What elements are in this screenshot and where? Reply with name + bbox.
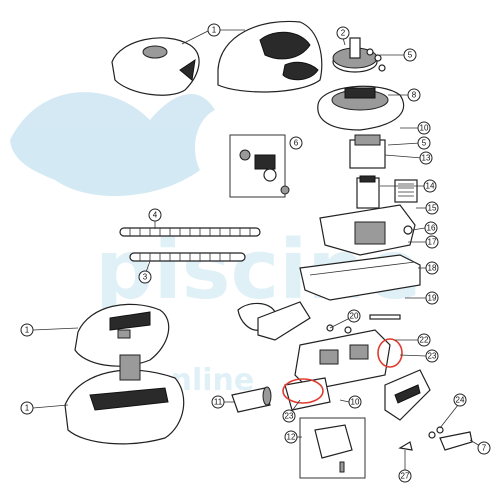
callout-10-bottom: 10 bbox=[348, 395, 362, 409]
callout-3: 3 bbox=[138, 270, 152, 284]
svg-text:6: 6 bbox=[294, 139, 299, 148]
svg-text:8: 8 bbox=[412, 91, 417, 100]
callout-27: 27 bbox=[398, 469, 412, 483]
callout-5-top: 5 bbox=[403, 48, 417, 62]
chassis-upper bbox=[319, 204, 416, 256]
callout-22: 22 bbox=[417, 333, 431, 347]
callout-2: 2 bbox=[336, 26, 350, 40]
svg-text:5: 5 bbox=[422, 139, 427, 148]
svg-text:16: 16 bbox=[427, 224, 436, 233]
callout-12: 12 bbox=[284, 430, 298, 444]
svg-text:4: 4 bbox=[153, 211, 158, 220]
wheel-kit-box bbox=[229, 134, 290, 198]
callout-23-right: 23 bbox=[425, 349, 439, 363]
highlight-ring-lower bbox=[282, 378, 324, 404]
callout-group: 1 2 5 8 10 5 13 6 14 15 16 17 18 19 4 3 … bbox=[20, 23, 491, 483]
svg-text:12: 12 bbox=[287, 433, 296, 442]
highlight-ring-upper bbox=[377, 338, 403, 368]
callout-1-top: 1 bbox=[207, 23, 221, 37]
svg-text:18: 18 bbox=[428, 264, 437, 273]
callout-1-mid: 1 bbox=[20, 323, 34, 337]
svg-text:23: 23 bbox=[428, 352, 437, 361]
callout-14: 14 bbox=[423, 179, 437, 193]
top-cover-left bbox=[111, 37, 200, 96]
svg-text:11: 11 bbox=[214, 398, 223, 407]
callout-24: 24 bbox=[453, 393, 467, 407]
connector-part bbox=[231, 386, 272, 413]
callout-18: 18 bbox=[425, 261, 439, 275]
svg-text:13: 13 bbox=[422, 154, 431, 163]
svg-text:17: 17 bbox=[428, 238, 437, 247]
callout-7: 7 bbox=[477, 441, 491, 455]
callout-17: 17 bbox=[425, 235, 439, 249]
svg-text:20: 20 bbox=[350, 312, 359, 321]
callout-23-left: 23 bbox=[282, 409, 296, 423]
hose-3 bbox=[129, 252, 246, 262]
svg-text:22: 22 bbox=[420, 336, 429, 345]
callout-19: 19 bbox=[425, 291, 439, 305]
callout-16: 16 bbox=[424, 221, 438, 235]
callout-13: 13 bbox=[419, 151, 433, 165]
top-cover-right bbox=[217, 20, 323, 93]
svg-text:5: 5 bbox=[408, 51, 413, 60]
callout-10-top: 10 bbox=[417, 121, 431, 135]
svg-text:1: 1 bbox=[25, 326, 30, 335]
callout-8: 8 bbox=[407, 88, 421, 102]
callout-4: 4 bbox=[148, 208, 162, 222]
gear-part bbox=[332, 37, 386, 73]
svg-text:1: 1 bbox=[212, 26, 217, 35]
svg-text:24: 24 bbox=[456, 396, 465, 405]
callout-15: 15 bbox=[425, 201, 439, 215]
callout-1-bottom: 1 bbox=[20, 401, 34, 415]
svg-text:10: 10 bbox=[420, 124, 429, 133]
svg-text:7: 7 bbox=[482, 444, 487, 453]
svg-text:3: 3 bbox=[143, 273, 148, 282]
svg-text:27: 27 bbox=[401, 472, 410, 481]
callout-11: 11 bbox=[211, 395, 225, 409]
svg-text:15: 15 bbox=[428, 204, 437, 213]
callout-6: 6 bbox=[289, 136, 303, 150]
svg-text:1: 1 bbox=[25, 404, 30, 413]
hose-4 bbox=[119, 227, 261, 237]
clip-kit-box bbox=[299, 417, 366, 479]
drive-assembly bbox=[237, 301, 473, 451]
svg-text:14: 14 bbox=[426, 182, 435, 191]
motor-housing-top bbox=[317, 85, 405, 131]
callout-20: 20 bbox=[347, 309, 361, 323]
lower-cover-top bbox=[74, 303, 170, 367]
filter-block bbox=[356, 175, 418, 209]
svg-text:10: 10 bbox=[351, 398, 360, 407]
motor-part bbox=[349, 134, 386, 169]
callout-5-mid: 5 bbox=[417, 136, 431, 150]
lower-cover-bottom bbox=[64, 354, 185, 445]
svg-text:23: 23 bbox=[285, 412, 294, 421]
svg-text:2: 2 bbox=[341, 29, 346, 38]
chassis-base bbox=[299, 254, 421, 301]
svg-text:19: 19 bbox=[428, 294, 437, 303]
